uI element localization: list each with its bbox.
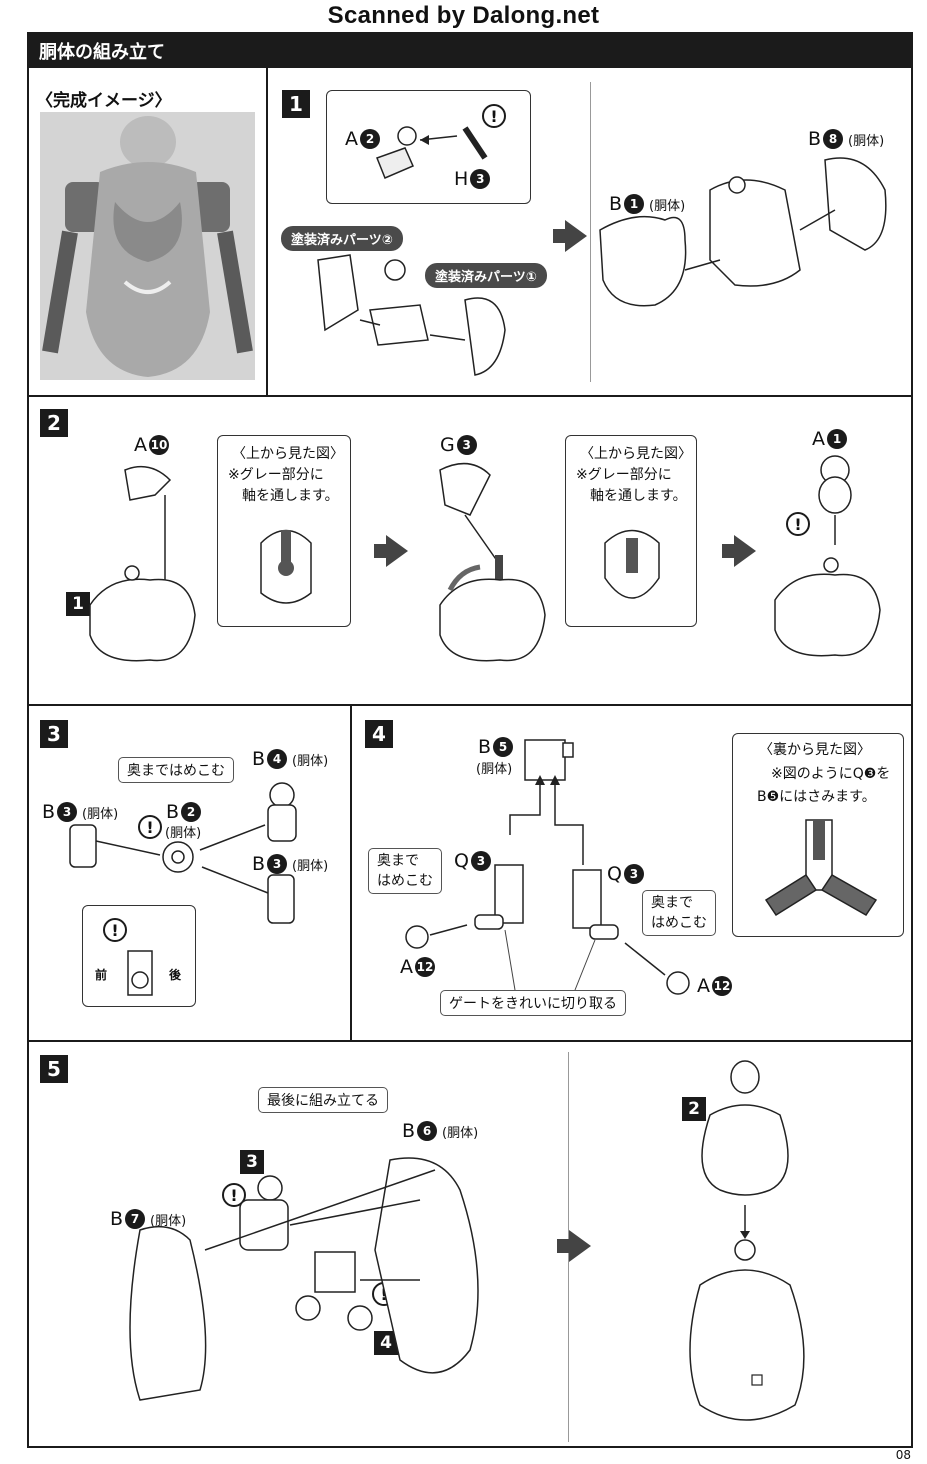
step-4-number: 4 [365,720,393,748]
back-label: 後 [169,968,182,982]
step2-result-torso [774,455,881,657]
step4-parts-drawing [405,739,690,995]
step2-part-a10 [89,465,196,662]
step1-flow-arrow [565,220,587,252]
row-divider-1 [27,395,913,397]
step3-parts-drawing [69,782,297,924]
col-divider-mid [350,704,352,1040]
image-title: 〈完成イメージ〉 [36,91,172,111]
section-title: 胴体の組み立て [39,42,165,63]
step5-final-torso [689,1060,805,1421]
step1-painted-assembly [317,254,506,376]
watermark: Scanned by Dalong.net [327,2,600,29]
step4-insert-note-right: 奥まではめこむ [642,890,716,936]
section-header: 胴体の組み立て [27,32,913,68]
step-5-number: 5 [40,1055,68,1083]
caution-icon: ! [222,1183,246,1207]
step2-top-view-box-1: 〈上から見た図〉 ※グレー部分に 軸を通します。 [217,435,351,627]
step-2-number: 2 [40,409,68,437]
painted-parts-2: 塗装済みパーツ② [281,226,403,251]
assemble-last-note: 最後に組み立てる [258,1087,388,1113]
step2-flow-arrow-2 [734,535,756,567]
step4-insert-note-left: 奥まではめこむ [368,848,442,894]
step5-parts-drawing [129,1157,479,1401]
step3-insert-note: 奥まではめこむ [118,757,234,783]
front-label: 前 [95,968,108,982]
gate-cut-note: ゲートをきれいに切り取る [440,990,626,1016]
ref-step-3: 3 [240,1150,264,1174]
step4-back-view-box: 〈裏から見た図〉 ※図のようにQ❸を B❺にはさみます。 [732,733,904,937]
painted-parts-1: 塗装済みパーツ① [425,263,547,288]
step2-part-g3 [439,462,546,662]
step2-flow-arrow-1 [386,535,408,567]
step3-front-back-box: ! 前 後 [82,905,196,1007]
ref-step-2: 2 [682,1097,706,1121]
part-label-b2-sub: (胴体) [165,826,202,841]
completed-torso-image [40,112,255,380]
part-label-b5-sub: (胴体) [476,762,513,777]
caution-icon: ! [138,815,162,839]
step-1-number: 1 [282,90,310,118]
step1-torso-assembly [599,157,887,307]
caution-icon: ! [482,104,506,128]
step2-top-view-box-2: 〈上から見た図〉 ※グレー部分に 軸を通します。 [565,435,697,627]
step1-parts-drawing [376,126,488,179]
page-number: 08 [895,1448,911,1462]
step5-flow-arrow [569,1230,591,1262]
manual-frame [27,68,913,1448]
row-divider-3 [27,1040,913,1042]
step-3-number: 3 [40,720,68,748]
caution-icon: ! [786,512,810,536]
col-divider-top [266,68,268,395]
ref-step-1: 1 [66,592,90,616]
row-divider-2 [27,704,913,706]
